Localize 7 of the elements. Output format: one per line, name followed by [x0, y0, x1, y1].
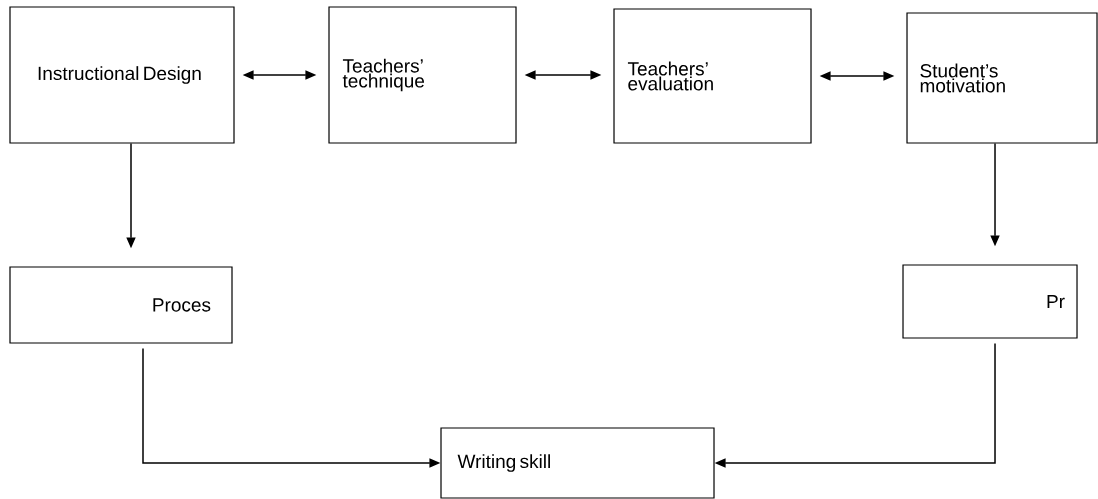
process-box: Teachers’ evaluation [613, 8, 812, 144]
process-box: Student’s motivation [906, 12, 1098, 144]
process-box: Instructional Design [9, 6, 235, 144]
process-box: Pr [902, 264, 1078, 339]
process-box: Proces [9, 266, 233, 344]
process-box: Writing skill [440, 427, 715, 499]
process-box: Teachers’ technique [328, 6, 517, 144]
